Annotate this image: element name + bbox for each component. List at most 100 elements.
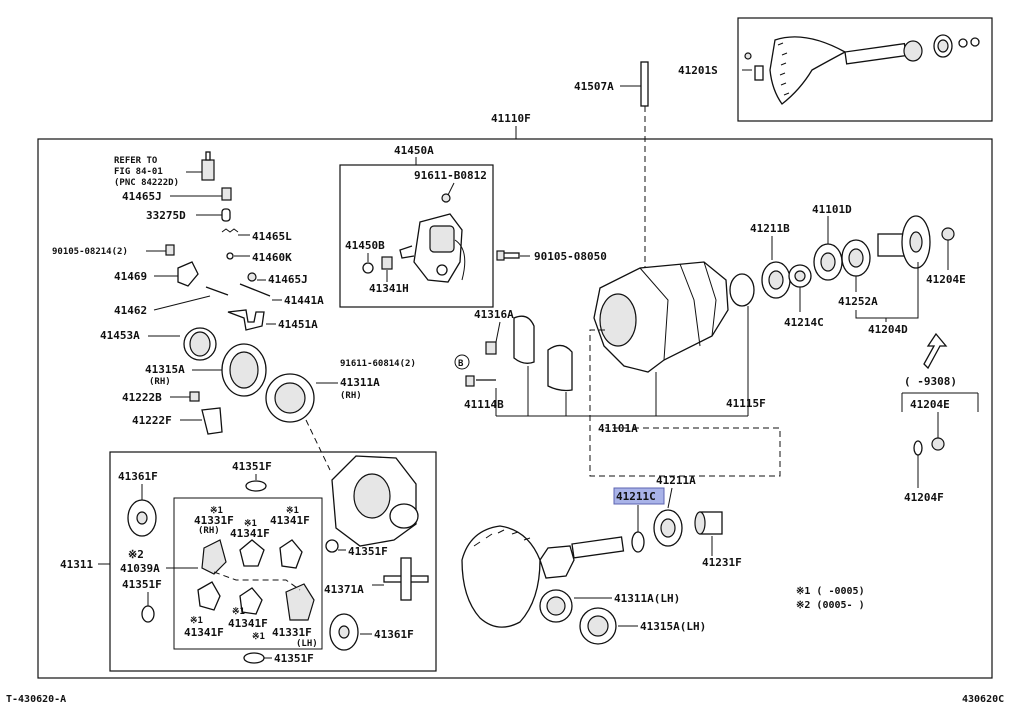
thrust-washer-icon-1 — [127, 499, 157, 537]
star1-e: ※1 — [232, 607, 245, 617]
bearing-cap-left-icon — [513, 315, 535, 364]
refer-line-3: (PNC 84222D) — [114, 178, 179, 188]
label-41441A: 41441A — [284, 294, 324, 307]
label-41114B: 41114B — [464, 398, 504, 411]
footer-left-code: T-430620-A — [6, 694, 66, 705]
washer-icon-2 — [245, 480, 267, 492]
b-circle-marker — [454, 354, 470, 370]
bolt-icon-4 — [189, 391, 200, 402]
ring-pinion-set-icon — [744, 34, 980, 105]
spacer-41211C-icon[interactable] — [631, 531, 645, 553]
side-gear-lh-icon — [285, 583, 315, 621]
bearing-41101D-icon — [813, 243, 843, 281]
label-41115F: 41115F — [726, 397, 766, 410]
bracket-icon-2 — [485, 341, 497, 355]
label-41351F-a: 41351F — [232, 460, 272, 473]
label-91611-B0812: 91611-B0812 — [414, 169, 487, 182]
label-41341F-b: 41341F — [270, 514, 310, 527]
bearing-41211B-icon — [761, 261, 791, 299]
label-range-9308: ( -9308) — [904, 375, 957, 388]
pinion-gear-icon-1 — [239, 539, 265, 567]
label-41462: 41462 — [114, 304, 147, 317]
label-41465J-top: 41465J — [122, 190, 162, 203]
plug-icon — [381, 256, 393, 270]
drive-pinion-icon — [539, 536, 625, 579]
label-41351F-b: 41351F — [122, 578, 162, 591]
bracket-icon — [201, 407, 223, 435]
switch-icon — [201, 151, 215, 181]
label-33275D: 33275D — [146, 209, 186, 222]
ring-gear-icon — [461, 525, 541, 628]
ring-gear-set-frame — [737, 17, 993, 122]
spring-icon — [221, 228, 239, 233]
ball-icon — [226, 252, 234, 260]
washer-icon-5 — [243, 652, 265, 664]
star1-a: ※1 — [210, 506, 223, 516]
carrier-housing-icon — [593, 261, 729, 373]
oil-seal-icon — [265, 373, 315, 423]
label-41211C[interactable]: 41211C — [616, 490, 656, 503]
label-41204F: 41204F — [904, 491, 944, 504]
label-41222F: 41222F — [132, 414, 172, 427]
shift-rod-icon — [205, 286, 229, 296]
label-41341F-a: 41341F — [230, 527, 270, 540]
label-41351F-c: 41351F — [348, 545, 388, 558]
washer-icon — [913, 440, 923, 456]
label-41465L: 41465L — [252, 230, 292, 243]
needle-bearing-icon — [183, 327, 217, 361]
bolt-icon — [496, 250, 520, 261]
label-41204D: 41204D — [868, 323, 908, 336]
pin-icon-2 — [221, 208, 231, 222]
label-41315A-lh: 41315A(LH) — [640, 620, 706, 633]
nut-icon — [941, 227, 955, 241]
nut-icon-2 — [931, 437, 945, 451]
star1-d: ※1 — [190, 616, 203, 626]
label-41507A: 41507A — [574, 80, 614, 93]
label-41469: 41469 — [114, 270, 147, 283]
pinion-gear-frame — [173, 497, 323, 650]
label-41341H: 41341H — [369, 282, 409, 295]
label-41311: 41311 — [60, 558, 93, 571]
pinion-shaft-cross-icon — [383, 557, 429, 601]
label-41101D: 41101D — [812, 203, 852, 216]
star1-c: ※1 — [286, 506, 299, 516]
label-41231F: 41231F — [702, 556, 742, 569]
label-41453A: 41453A — [100, 329, 140, 342]
highlight-41211C — [613, 487, 665, 505]
label-41214C: 41214C — [784, 316, 824, 329]
lock-nut-icon — [788, 264, 812, 288]
bearing-41252A-icon — [841, 239, 871, 277]
refer-line-2: FIG 84-01 — [114, 167, 163, 177]
label-90105-08050: 90105-08050 — [534, 250, 607, 263]
label-41110F: 41110F — [491, 112, 531, 125]
bearing-41211A-icon — [653, 509, 683, 547]
plug-icon-2 — [221, 187, 232, 201]
label-41331F-a: 41331F — [194, 514, 234, 527]
dashed-assembly-outline — [589, 329, 781, 477]
rh-note-2: (RH) — [340, 391, 362, 401]
label-41451A: 41451A — [278, 318, 318, 331]
pin-icon — [640, 61, 649, 107]
footer-right-code: 430620C — [962, 694, 1004, 705]
label-41211B: 41211B — [750, 222, 790, 235]
actuator-frame — [339, 164, 494, 308]
o-ring-icon — [362, 262, 374, 274]
label-41311A-rh: 41311A — [340, 376, 380, 389]
label-41211A: 41211A — [656, 474, 696, 487]
differential-case-frame — [109, 451, 437, 672]
side-gear-rh-icon — [201, 539, 227, 575]
rod-icon — [239, 283, 271, 297]
actuator-icon — [399, 193, 466, 283]
arrow-icon — [923, 332, 948, 370]
clutch-sleeve-icon — [221, 343, 267, 397]
label-41465J: 41465J — [268, 273, 308, 286]
label-41039A: 41039A — [120, 562, 160, 575]
collapsible-spacer-icon — [694, 511, 723, 535]
shift-fork-icon — [227, 309, 265, 331]
fork-lever-icon — [177, 261, 199, 287]
star2-marker: ※2 — [128, 548, 144, 561]
label-90105-08214: 90105-08214(2) — [52, 247, 128, 257]
label-41311A-lh: 41311A(LH) — [614, 592, 680, 605]
